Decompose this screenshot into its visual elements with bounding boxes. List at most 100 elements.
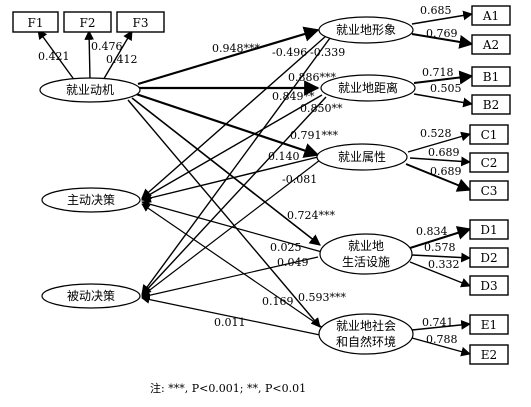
coef-passive-image: -0.339 [310, 46, 345, 59]
path-attribute-C2 [409, 156, 471, 167]
loading-D3: 0.332 [428, 258, 460, 271]
loading-D1: 0.834 [416, 225, 448, 238]
coef-active-distance: 0.849** [272, 90, 315, 103]
coef-active-image: -0.496 [272, 46, 307, 59]
svg-text:A1: A1 [482, 9, 499, 23]
svg-text:就业属性: 就业属性 [338, 150, 386, 164]
box-D2: D2 [469, 247, 509, 268]
box-B1: B1 [471, 66, 511, 87]
loading-C2: 0.689 [428, 146, 460, 159]
latent-facility: 就业地 生活设施 [319, 233, 413, 275]
svg-text:D3: D3 [480, 279, 497, 293]
path-motive-attribute [135, 92, 320, 158]
path-env-E2 [411, 337, 471, 357]
loading-D2: 0.578 [424, 241, 456, 254]
path-motive-F1 [37, 29, 79, 86]
loading-B2: 0.505 [430, 82, 462, 95]
path-motive-F3 [101, 30, 133, 83]
coef-motive-image: 0.948*** [212, 42, 260, 55]
latent-motive: 就业动机 [39, 77, 141, 103]
coef-passive-distance: 0.850** [300, 102, 343, 115]
latent-active: 主动决策 [41, 187, 141, 213]
coef-passive-env: 0.011 [214, 316, 246, 329]
path-active-env [141, 203, 327, 331]
svg-text:主动决策: 主动决策 [67, 193, 115, 207]
path-passive-image [141, 37, 331, 295]
svg-text:被动决策: 被动决策 [67, 289, 115, 303]
loading-A2: 0.769 [426, 27, 458, 40]
path-active-image [141, 35, 327, 199]
coef-passive-facility: 0.049 [277, 256, 309, 269]
path-facility-D3 [409, 261, 471, 288]
box-C2: C2 [469, 152, 509, 173]
path-passive-env [141, 295, 321, 336]
latent-passive: 被动决策 [41, 283, 141, 309]
coef-active-env: 0.169 [262, 295, 294, 308]
coef-motive-facility: 0.724*** [287, 209, 335, 222]
path-image-A1 [411, 10, 473, 25]
coef-passive-attribute: -0.081 [282, 173, 317, 186]
box-F1: F1 [12, 11, 59, 33]
svg-text:就业地形象: 就业地形象 [336, 23, 396, 37]
svg-text:F1: F1 [28, 16, 44, 30]
svg-text:E2: E2 [481, 348, 497, 362]
svg-text:B2: B2 [483, 98, 499, 112]
footnote: 注: ***, P<0.001; **, P<0.01 [150, 381, 306, 395]
svg-text:就业地距离: 就业地距离 [338, 80, 398, 95]
svg-text:C1: C1 [481, 128, 498, 142]
svg-text:和自然环境: 和自然环境 [336, 334, 396, 349]
path-distance-B1 [413, 70, 474, 85]
path-motive-F2 [84, 30, 95, 81]
path-motive-image [137, 26, 320, 86]
latent-image: 就业地形象 [318, 16, 414, 44]
path-motive-env [127, 99, 321, 328]
svg-text:D2: D2 [480, 251, 497, 265]
svg-text:D1: D1 [480, 223, 497, 237]
box-F3: F3 [116, 11, 165, 33]
loading-F1: 0.421 [38, 50, 70, 63]
path-active-attribute [141, 156, 319, 203]
box-E2: E2 [469, 344, 509, 365]
box-C1: C1 [469, 124, 509, 145]
svg-text:生活设施: 生活设施 [342, 255, 390, 269]
path-motive-facility [131, 97, 321, 246]
coef-motive-distance: 0.886*** [288, 71, 336, 84]
svg-text:就业地社会: 就业地社会 [336, 318, 396, 333]
path-facility-D2 [411, 252, 471, 263]
box-E1: E1 [469, 314, 509, 335]
path-attribute-C1 [407, 131, 471, 153]
svg-text:C2: C2 [481, 156, 498, 170]
latent-env: 就业地社会 和自然环境 [318, 313, 414, 355]
box-C3: C3 [469, 180, 509, 201]
path-active-distance [141, 94, 323, 200]
path-passive-attribute [141, 159, 321, 297]
path-distance-B2 [413, 93, 473, 108]
loading-F3: 0.412 [106, 53, 138, 66]
box-F2: F2 [63, 11, 112, 33]
loading-E2: 0.788 [426, 333, 458, 346]
loading-C1: 0.528 [420, 127, 452, 140]
box-A2: A2 [471, 34, 511, 55]
coef-active-facility: 0.025 [270, 241, 302, 254]
svg-text:就业地: 就业地 [348, 239, 384, 253]
box-B2: B2 [471, 94, 511, 115]
coef-active-attribute: 0.140 [268, 150, 300, 163]
latent-distance: 就业地距离 [320, 74, 416, 102]
loading-A1: 0.685 [420, 4, 452, 17]
loading-F2: 0.476 [91, 40, 123, 53]
path-image-A2 [411, 33, 474, 49]
loading-C3: 0.689 [430, 165, 462, 178]
box-A1: A1 [471, 5, 511, 26]
svg-text:B1: B1 [483, 70, 499, 84]
path-attribute-C3 [405, 163, 472, 192]
path-passive-facility [141, 256, 319, 300]
svg-text:F2: F2 [80, 16, 96, 30]
svg-text:A2: A2 [482, 38, 499, 52]
loading-B1: 0.718 [422, 66, 454, 79]
box-D1: D1 [469, 219, 509, 240]
box-D3: D3 [469, 275, 509, 296]
path-env-E1 [411, 320, 471, 331]
svg-text:C3: C3 [481, 184, 498, 198]
path-passive-distance [141, 96, 327, 296]
